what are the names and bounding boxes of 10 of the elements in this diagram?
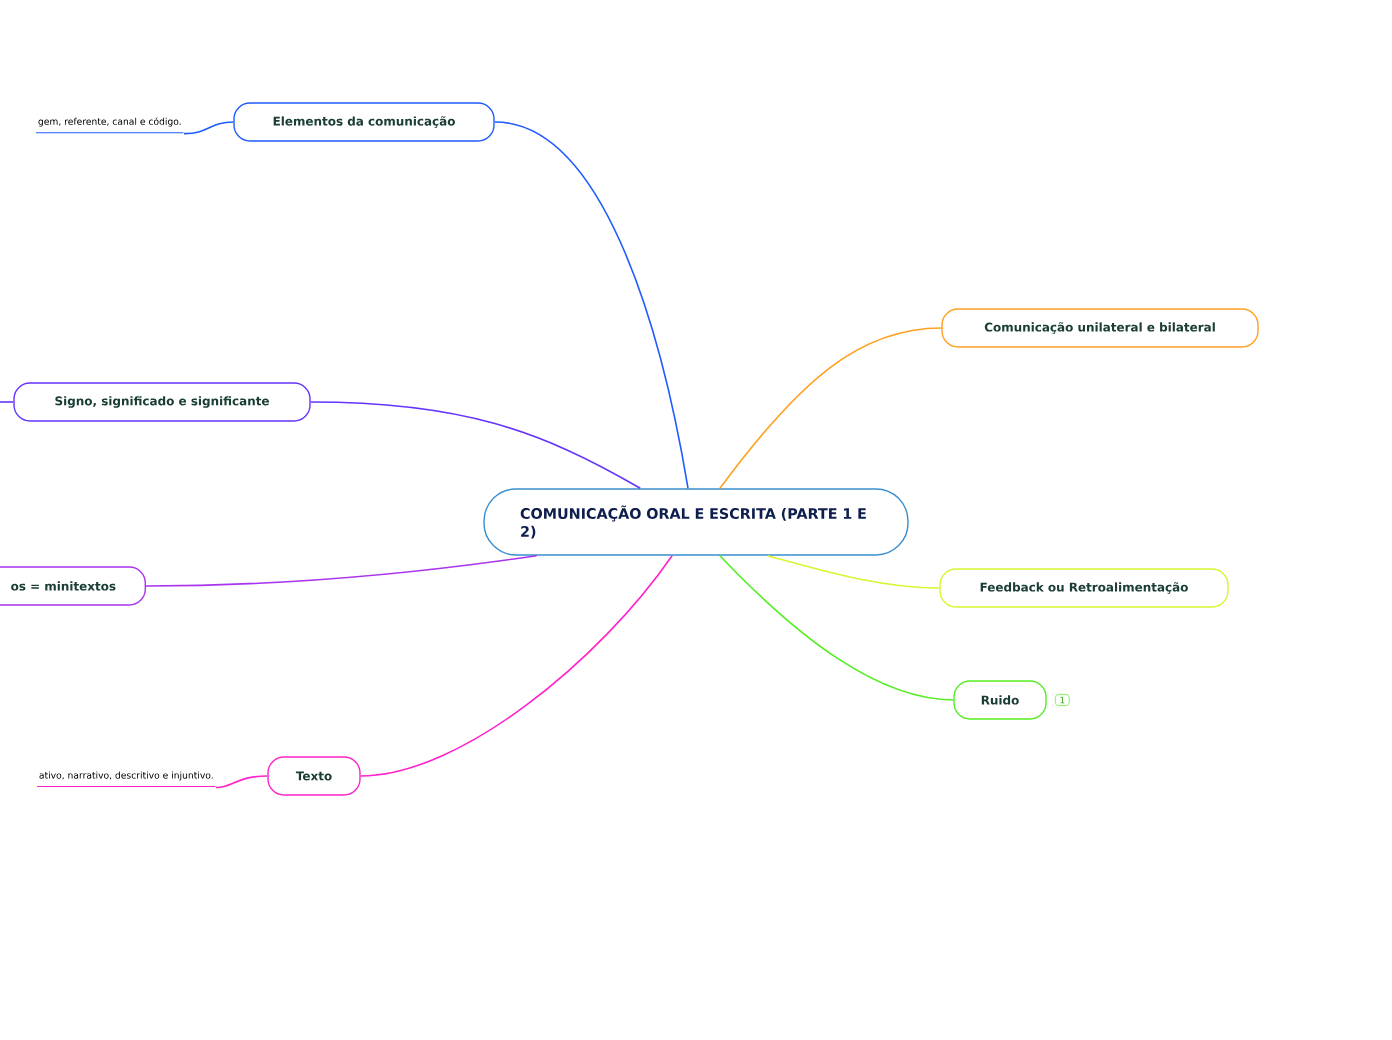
connector <box>309 401 641 490</box>
connector <box>145 554 538 587</box>
connector <box>215 775 269 789</box>
connector <box>766 554 941 589</box>
connector <box>183 121 235 135</box>
connector <box>719 554 955 701</box>
connector <box>0 401 15 403</box>
connector <box>719 327 943 490</box>
connector <box>359 554 673 777</box>
connector <box>493 121 689 490</box>
